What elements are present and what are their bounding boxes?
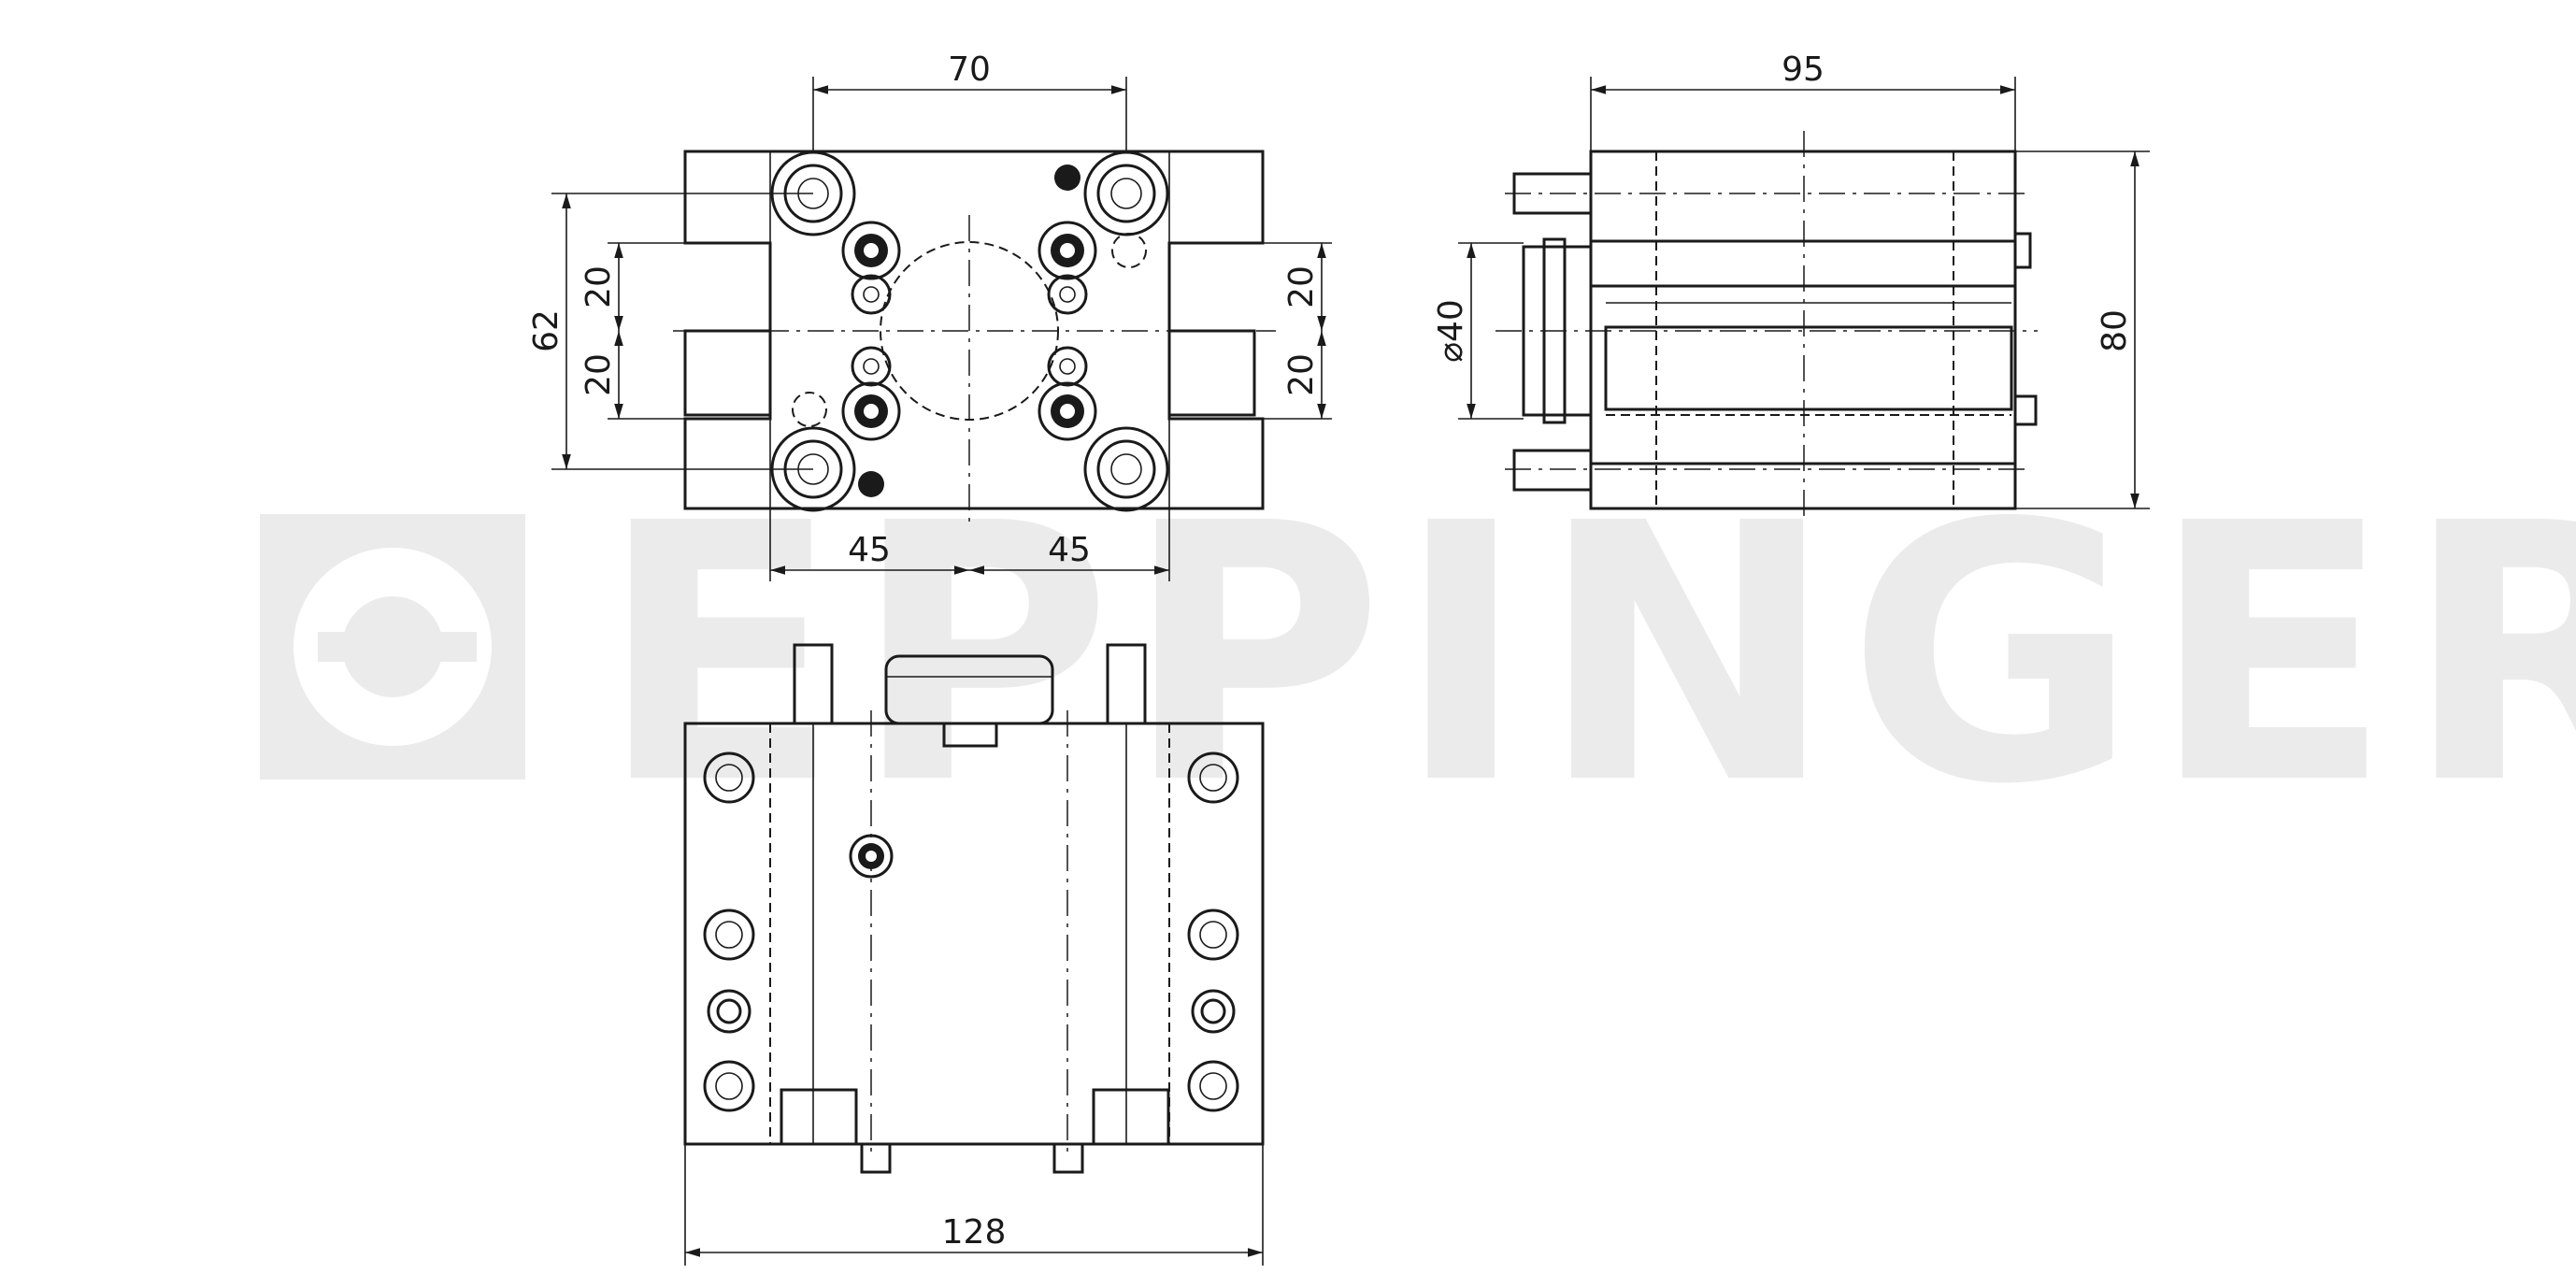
dim-45-right-text: 45	[1048, 531, 1091, 569]
front-right-jaw	[1167, 329, 1256, 417]
side-view: 95 80 ⌀40	[1432, 50, 2150, 523]
plan-holes-right	[1187, 751, 1239, 1112]
dim-d40-text: ⌀40	[1432, 299, 1470, 362]
dim-70: 70	[812, 50, 1127, 151]
dim-80: 80	[2015, 150, 2150, 509]
front-inner-pins	[792, 165, 1147, 497]
dim-right-20: 20 20	[1169, 242, 1332, 420]
plan-pin-right	[1106, 643, 1147, 725]
dim-128-text: 128	[942, 1213, 1007, 1252]
watermark-logo-bar	[318, 632, 477, 662]
dim-62: 62	[527, 193, 813, 470]
side-jaw-insert	[1604, 325, 2013, 411]
front-view: 70 62 20 20 20 20	[527, 50, 1332, 581]
dim-left-20: 20 20	[580, 242, 770, 420]
dim-70-text: 70	[948, 50, 991, 89]
dim-right-lower-text: 20	[1282, 353, 1321, 396]
front-left-jaw	[683, 329, 772, 417]
plan-view: 128	[683, 643, 1265, 1266]
side-pin-bottom	[1512, 449, 1593, 492]
dim-128: 128	[684, 1144, 1264, 1266]
dim-right-upper-text: 20	[1282, 265, 1321, 308]
plan-pin-left	[793, 643, 834, 725]
front-screw-tr	[1083, 150, 1169, 236]
front-screw-br	[1083, 426, 1169, 512]
dim-d40: ⌀40	[1432, 242, 1524, 420]
dim-left-upper-text: 20	[580, 265, 618, 308]
plan-holes-left	[703, 751, 755, 1112]
dim-left-lower-text: 20	[580, 353, 618, 396]
dim-45-left-text: 45	[848, 531, 891, 569]
dim-95: 95	[1590, 50, 2016, 151]
dim-80-text: 80	[2096, 309, 2134, 352]
dim-62-text: 62	[527, 309, 565, 352]
dim-95-text: 95	[1782, 50, 1825, 89]
plan-center-screw	[849, 834, 894, 879]
plan-jaw-left	[780, 1088, 858, 1146]
plan-jaw-right	[1092, 1088, 1170, 1146]
dim-45-45: 45 45	[769, 508, 1170, 581]
watermark: EPPINGER	[260, 448, 2576, 862]
